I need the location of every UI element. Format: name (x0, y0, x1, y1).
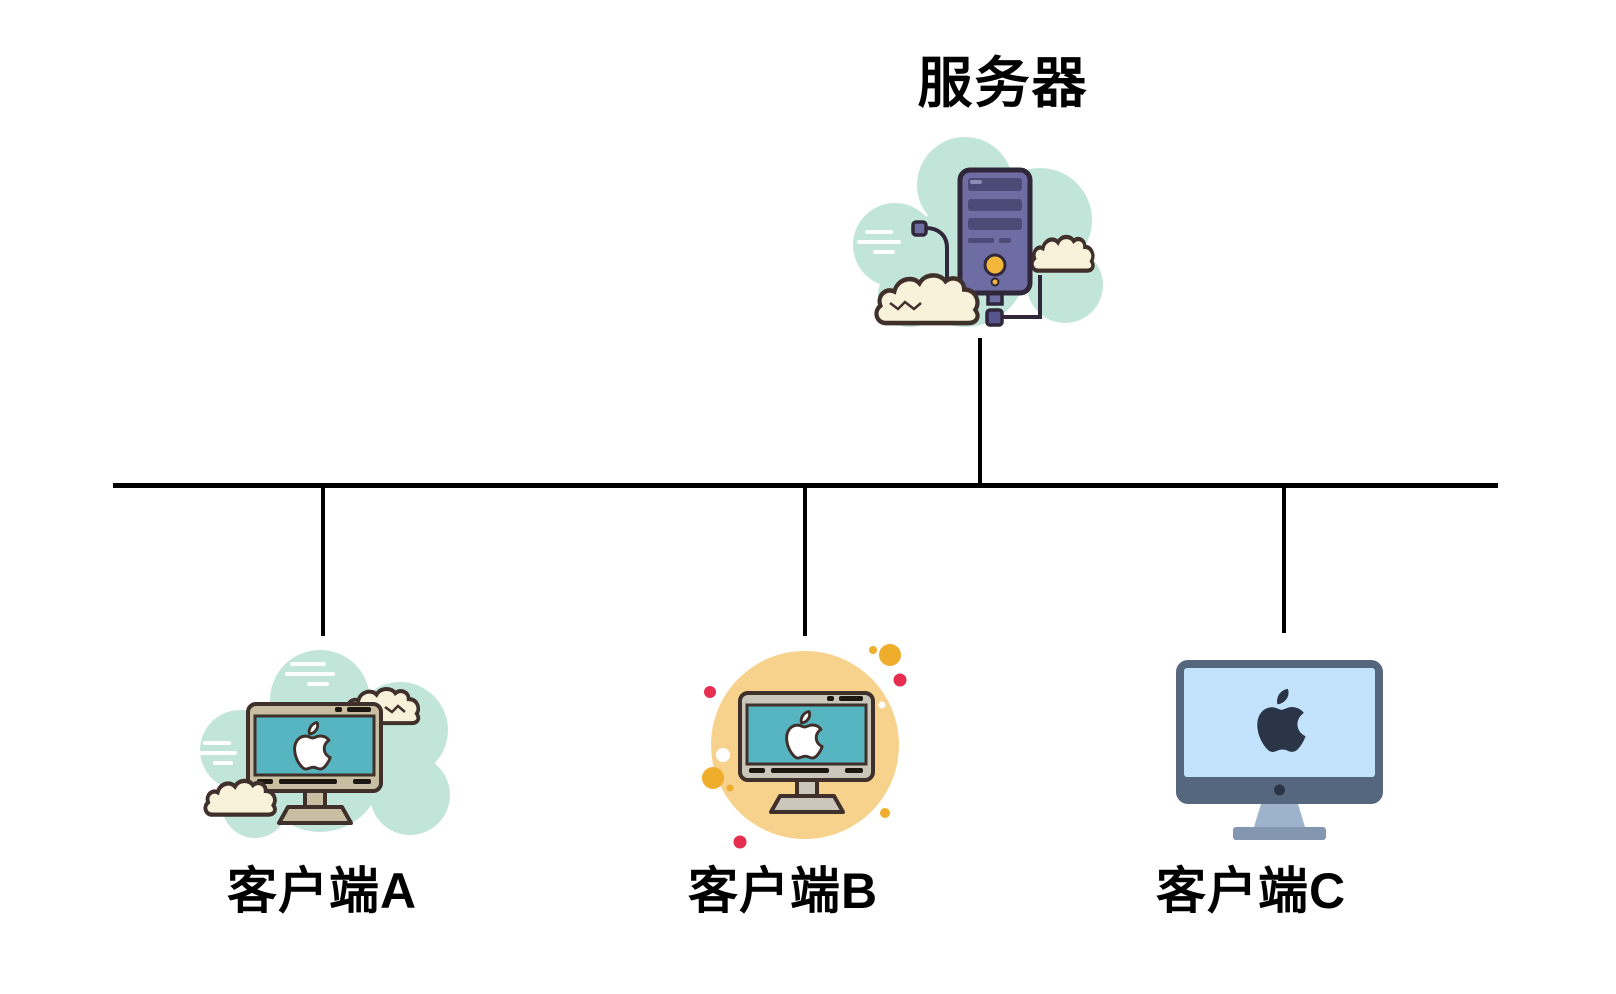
camera-dot (1274, 784, 1285, 796)
client-a-label: 客户端A (226, 863, 418, 919)
server-connector-line (978, 338, 982, 484)
cloud-bottom-left (205, 781, 275, 815)
client-b-connector-line (803, 487, 807, 636)
stand (277, 805, 353, 825)
cable-plug (911, 220, 928, 237)
cable-node (985, 308, 1004, 327)
decor-dots (702, 644, 907, 849)
server-icon (853, 137, 1103, 327)
power-button (983, 253, 1007, 277)
speed-lines (857, 143, 1065, 254)
stand (769, 794, 845, 814)
client-b-icon (702, 644, 907, 849)
stand (1254, 804, 1305, 827)
cable-left (925, 226, 949, 285)
client-c-label: 客户端C (1155, 863, 1347, 919)
client-b-label: 客户端B (687, 863, 879, 919)
client-c-connector-line (1282, 487, 1286, 633)
cloud-detail (889, 300, 922, 311)
cable-right (1002, 275, 1042, 319)
client-a-icon (197, 650, 450, 838)
client-a-connector-line (321, 487, 325, 636)
imac (246, 702, 383, 825)
server-tower (957, 167, 1033, 296)
client-c-icon (1176, 660, 1383, 840)
stand-base (1233, 827, 1326, 840)
bus-line (113, 483, 1498, 488)
imac-flat (1176, 660, 1383, 840)
cloud-detail (384, 704, 406, 714)
imac (738, 691, 875, 814)
speed-lines (197, 662, 335, 765)
server-label: 服务器 (917, 52, 1089, 114)
